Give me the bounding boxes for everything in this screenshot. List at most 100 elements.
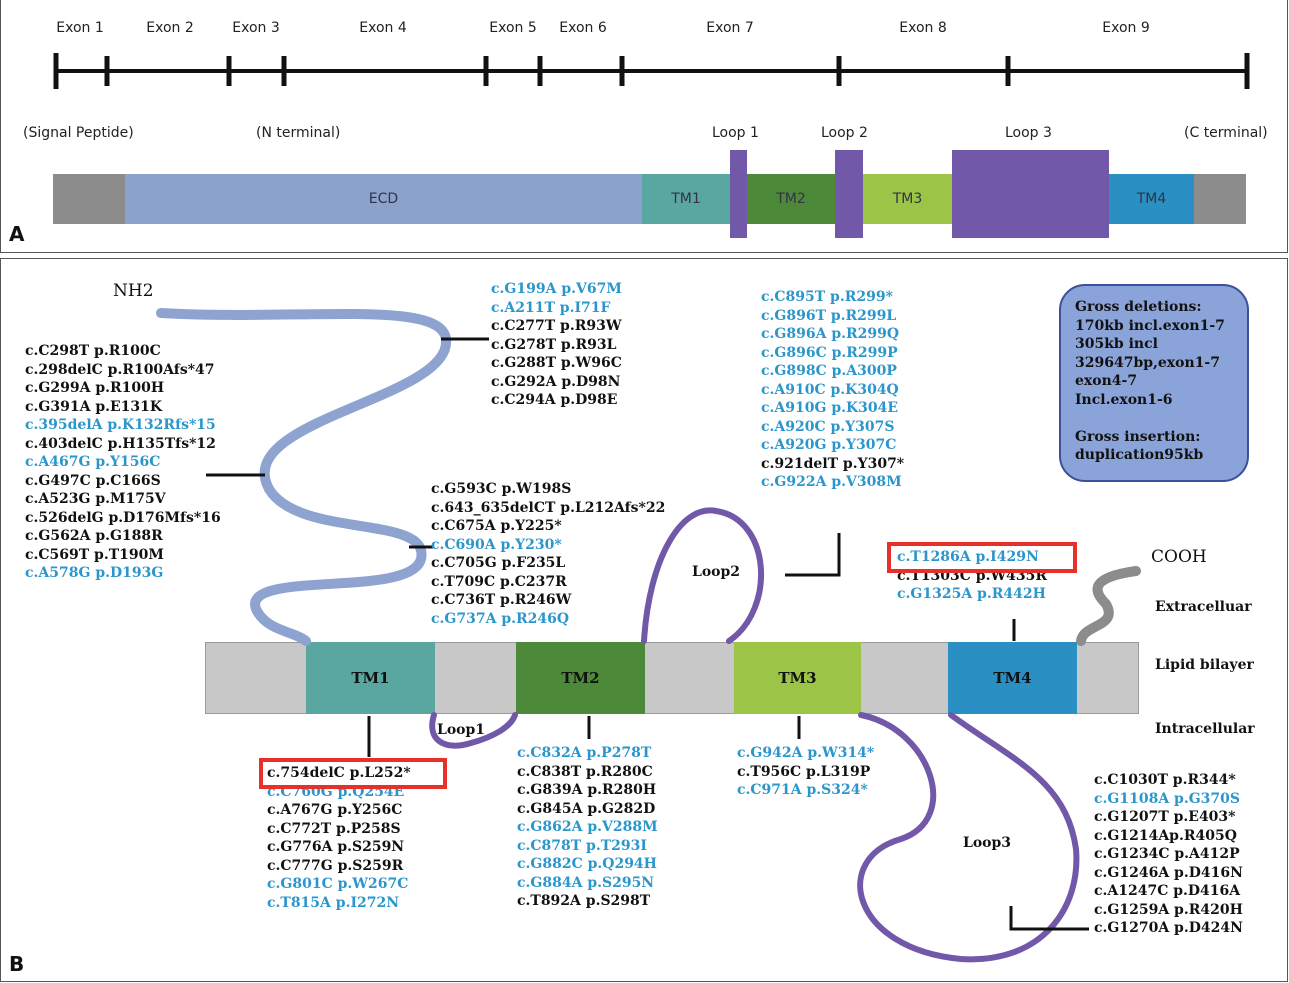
- mutation-entry: c.C736T p.R246W: [431, 592, 572, 608]
- mutation-entry: c.G1234C p.A412P: [1094, 846, 1240, 862]
- loop1-label-a: Loop 1: [712, 125, 759, 141]
- mutation-entry: c.A910G p.K304E: [761, 400, 899, 416]
- mutation-entry: c.G1214Ap.R405Q: [1094, 827, 1237, 844]
- tm3-segment: TM3: [863, 174, 952, 224]
- panel-a-label: A: [9, 222, 25, 246]
- signal-peptide-segment: [53, 174, 125, 224]
- exon-7-label: Exon 7: [706, 20, 754, 36]
- mutation-entry: c.921delT p.Y307*: [761, 455, 905, 472]
- gross-line: Incl.exon1-6: [1075, 391, 1173, 408]
- highlight-box-t1286a: [887, 542, 1077, 573]
- loop3-label-a: Loop 3: [1005, 125, 1052, 141]
- panel-b: TM1 TM2 TM3 TM4 NH2 COOH Extracelluar Li…: [0, 258, 1288, 982]
- gross-line: Gross insertion:: [1075, 428, 1201, 445]
- gross-line: 329647bp,exon1-7: [1075, 354, 1220, 371]
- mutation-entry: c.C878T p.T293I: [517, 837, 647, 854]
- panel-b-label: B: [9, 952, 25, 976]
- loop1-curve: [429, 712, 518, 749]
- intracellular-label: Intracellular: [1155, 721, 1255, 737]
- mutation-entry: c.G1270A p.D424N: [1094, 920, 1243, 936]
- loop1-segment: [730, 150, 747, 238]
- mutation-entry: c.C1030T p.R344*: [1094, 772, 1236, 788]
- loop1-label: Loop1: [437, 722, 486, 738]
- mutation-entry: c.A1247C p.D416A: [1094, 883, 1241, 899]
- mutation-entry: c.298delC p.R100Afs*47: [25, 361, 215, 378]
- mutation-entry: c.C690A p.Y230*: [431, 536, 562, 553]
- mutation-entry: c.G1259A p.R420H: [1094, 901, 1243, 918]
- mutation-entry: c.C569T p.T190M: [25, 546, 164, 563]
- mutation-entry: c.395delA p.K132Rfs*15: [25, 417, 216, 433]
- mutation-entry: c.526delG p.D176Mfs*16: [25, 509, 221, 526]
- mutation-entry: c.C772T p.P258S: [267, 820, 401, 837]
- nh2-tail-curve: [156, 308, 452, 646]
- mutation-entry: c.G593C p.W198S: [431, 481, 572, 497]
- panel-a: Exon 1 Exon 2 Exon 3 Exon 4 Exon 5 Exon …: [0, 0, 1288, 253]
- mutation-entry: c.G562A p.G188R: [25, 528, 163, 544]
- signal-peptide-label: (Signal Peptide): [23, 125, 134, 141]
- exon-2-label: Exon 2: [146, 20, 194, 36]
- nh2-label: NH2: [113, 281, 154, 301]
- mutation-entry: c.G1246A p.D416N: [1094, 864, 1243, 881]
- tm1-segment: TM1: [642, 174, 730, 224]
- mutation-entry: c.T1286A p.I429N: [897, 549, 1039, 565]
- exon-ruler: [53, 53, 1250, 89]
- mutation-entry: c.G896C p.R299P: [761, 344, 898, 361]
- loop3-segment: [952, 150, 1109, 238]
- gross-line: exon4-7: [1075, 373, 1138, 389]
- exon-5-label: Exon 5: [489, 20, 537, 36]
- mutation-entry: c.C675A p.Y225*: [431, 518, 562, 534]
- gross-deletions-box: Gross deletions: 170kb incl.exon1-7 305k…: [1059, 284, 1249, 482]
- highlight-box-754delc: [259, 758, 447, 789]
- mutation-entry: c.T892A p.S298T: [517, 893, 651, 909]
- mutation-entry: c.G292A p.D98N: [491, 373, 621, 390]
- mutation-entry: c.C777G p.S259R: [267, 857, 404, 874]
- loop2-curve: [641, 507, 765, 644]
- mutation-entry: c.G896T p.R299L: [761, 307, 897, 324]
- cooh-tail-curve: [1076, 566, 1141, 646]
- tm4-block: TM4: [948, 642, 1077, 714]
- mutation-entry: c.G942A p.W314*: [737, 745, 875, 761]
- connector-lines: [206, 337, 1089, 931]
- mutation-entry: c.G898C p.A300P: [761, 363, 897, 379]
- gross-line: Gross deletions:: [1075, 299, 1202, 315]
- mutation-entry: c.A578G p.D193G: [25, 565, 164, 581]
- mutation-entry: c.G845A p.G282D: [517, 800, 656, 817]
- mutation-entry: c.G288T p.W96C: [491, 355, 622, 371]
- cooh-label: COOH: [1151, 547, 1207, 567]
- mutation-entry: c.C294A p.D98E: [491, 392, 618, 408]
- exon-1-label: Exon 1: [56, 20, 104, 36]
- mutation-entry: c.C298T p.R100C: [25, 343, 161, 359]
- lipid-bilayer-label: Lipid bilayer: [1155, 657, 1254, 673]
- tm4-segment: TM4: [1109, 174, 1194, 224]
- loop2-segment: [835, 150, 863, 238]
- mutation-entry: c.G1325A p.R442H: [897, 586, 1046, 602]
- mutation-entry: c.G801C p.W267C: [267, 876, 409, 892]
- tm3-block: TM3: [734, 642, 861, 714]
- mutation-entry: c.A767G p.Y256C: [267, 802, 403, 818]
- gross-line: 305kb incl: [1075, 336, 1158, 352]
- ecd-segment: ECD: [125, 174, 642, 224]
- exon-9-label: Exon 9: [1102, 20, 1150, 36]
- mutation-entry: c.C895T p.R299*: [761, 289, 893, 305]
- mutation-entry: c.T956C p.L319P: [737, 763, 871, 780]
- mutation-entry: c.G737A p.R246Q: [431, 610, 570, 627]
- mutation-entry: c.G391A p.E131K: [25, 398, 163, 415]
- ecd-left-mutation-list: c.C298T p.R100C c.298delC p.R100Afs*47 c.G…: [25, 342, 221, 583]
- mutation-entry: c.G839A p.R280H: [517, 782, 657, 798]
- mutation-entry: c.A920C p.Y307S: [761, 418, 895, 435]
- exon-3-label: Exon 3: [232, 20, 280, 36]
- n-terminal-label: (N terminal): [256, 125, 341, 141]
- mutation-entry: c.G922A p.V308M: [761, 474, 902, 490]
- extracellular-label: Extracelluar: [1155, 599, 1252, 615]
- mutation-entry: c.G884A p.S295N: [517, 874, 655, 891]
- mutation-entry: c.G862A p.V288M: [517, 819, 658, 835]
- gross-line: duplication95kb: [1075, 447, 1204, 463]
- mutation-entry: c.C705G p.F235L: [431, 555, 566, 571]
- mutation-entry: c.C832A p.P278T: [517, 745, 652, 761]
- mutation-entry: c.G776A p.S259N: [267, 839, 405, 855]
- mutation-entry: c.A467G p.Y156C: [25, 454, 161, 470]
- gross-line: [1075, 409, 1237, 428]
